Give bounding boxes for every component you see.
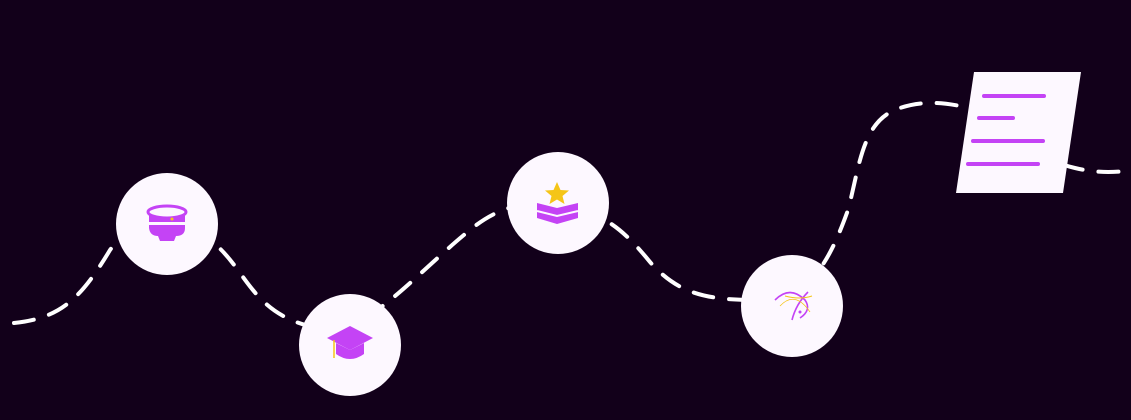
star-book-icon [536, 182, 579, 224]
document-icon [966, 94, 1046, 166]
document-card[interactable] [956, 72, 1081, 193]
milestone-2[interactable] [299, 294, 401, 396]
milestone-3[interactable] [507, 152, 609, 254]
scribble-icon [774, 291, 813, 321]
graduation-cap-icon [327, 326, 373, 359]
crown-base-icon [146, 204, 188, 241]
milestone-1[interactable] [116, 173, 218, 275]
milestone-4[interactable] [741, 255, 843, 357]
